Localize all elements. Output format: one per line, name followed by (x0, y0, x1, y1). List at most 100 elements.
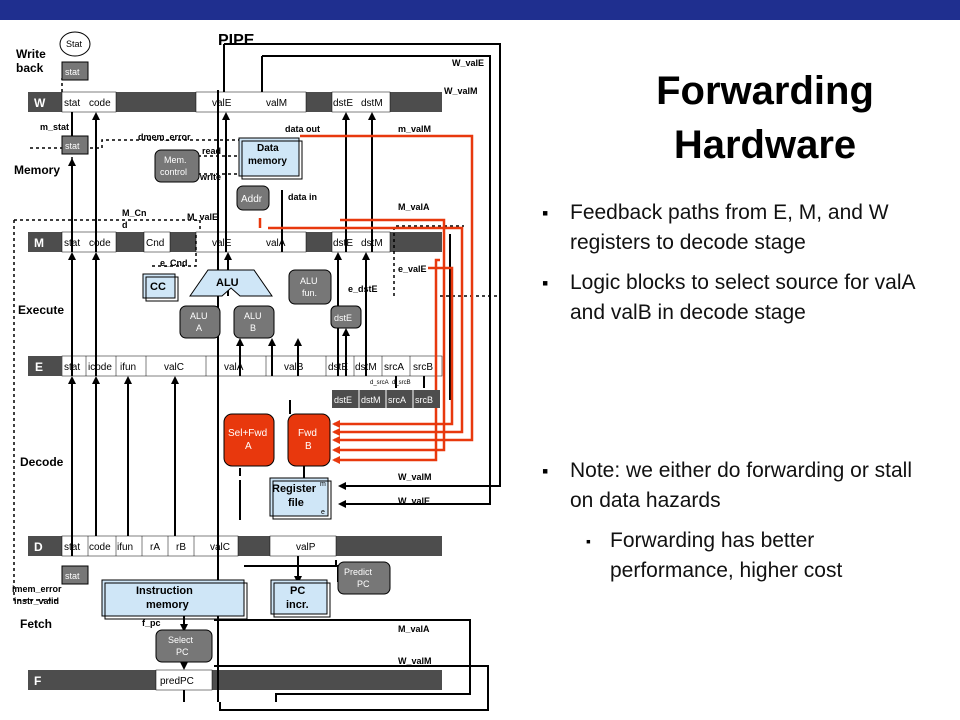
register-w: W stat code valE valM dstE dstM (28, 91, 442, 113)
stage-memory: Memory (14, 163, 60, 177)
svg-text:srcB: srcB (415, 395, 433, 405)
register-file-block: Register file m e (269, 477, 332, 520)
reg-m-code: code (89, 238, 111, 249)
stat-m-box: stat (61, 135, 89, 155)
sig-m-stat: m_stat (40, 122, 69, 132)
reg-e-ifun: ifun (120, 362, 136, 373)
register-d: D stat code ifun rA rB valC valP (28, 535, 442, 557)
alu-block: ALU (189, 269, 273, 297)
register-m: M stat code Cnd valE valA dstE dstM (28, 231, 442, 253)
svg-text:B: B (250, 323, 256, 333)
svg-text:Addr: Addr (241, 194, 263, 205)
svg-text:dstM: dstM (361, 395, 381, 405)
reg-d-rb: rB (176, 542, 186, 553)
sig-w-valm-top: W_valM (444, 86, 478, 96)
sig-e-dste: e_dstE (348, 284, 378, 294)
sig-data-out: data out (285, 124, 320, 134)
svg-text:A: A (245, 441, 252, 452)
sig-write: write (199, 172, 221, 182)
svg-text:dstE: dstE (334, 313, 352, 323)
sig-f-pc: f_pc (142, 618, 161, 628)
reg-e-valb: valB (284, 362, 304, 373)
reg-e-srca: srcA (384, 362, 404, 373)
reg-w-dste: dstE (333, 98, 353, 109)
svg-text:ALU: ALU (300, 276, 318, 286)
top-banner (0, 0, 960, 20)
reg-w-name: W (34, 96, 46, 110)
stage-writeback-1: Write (16, 47, 46, 61)
svg-text:Stat: Stat (66, 39, 83, 49)
sig-m-cnd-1: M_Cn (122, 208, 147, 218)
sig-d-srcb: d_srcB (392, 380, 411, 386)
reg-e-srcb: srcB (413, 362, 433, 373)
stat-w-box: stat (61, 61, 89, 81)
reg-w-valm: valM (266, 98, 287, 109)
reg-d-code: code (89, 542, 111, 553)
svg-text:A: A (196, 323, 202, 333)
svg-text:memory: memory (248, 156, 287, 167)
sig-imem-error: imem_error (12, 584, 62, 594)
svg-text:PC: PC (290, 585, 305, 597)
sig-instr-valid: instr_valid (14, 596, 59, 606)
svg-text:Mem.: Mem. (164, 155, 187, 165)
sig-m-cnd-2: d (122, 220, 128, 230)
alu-a-block: ALU A (179, 305, 221, 339)
svg-text:Select: Select (168, 635, 194, 645)
svg-text:file: file (288, 497, 304, 509)
register-e: E stat icode ifun valC valA valB dstE ds… (28, 355, 443, 377)
reg-m-name: M (34, 236, 44, 250)
reg-m-dste: dstE (333, 238, 353, 249)
reg-e-valc: valC (164, 362, 184, 373)
sig-e-cnd: e_Cnd (160, 258, 188, 268)
stage-execute: Execute (18, 303, 64, 317)
sig-e-vale: e_valE (398, 264, 427, 274)
svg-text:memory: memory (146, 599, 190, 611)
sig-m-vala-bottom: M_valA (398, 624, 430, 634)
svg-text:B: B (305, 441, 312, 452)
slide-title: Forwarding Hardware (600, 64, 930, 172)
stat-f-box: stat (61, 565, 89, 585)
reg-d-valc: valC (210, 542, 230, 553)
reg-d-valp: valP (296, 542, 316, 553)
svg-text:ALU: ALU (190, 311, 208, 321)
reg-f-name: F (34, 674, 41, 688)
alu-b-block: ALU B (233, 305, 275, 339)
svg-text:Fwd: Fwd (298, 428, 317, 439)
svg-text:e: e (321, 509, 325, 516)
stage-fetch: Fetch (20, 617, 52, 631)
svg-text:PC: PC (357, 579, 370, 589)
bullet-item: Feedback paths from E, M, and W register… (540, 198, 940, 258)
sig-m-vale: M_valE (187, 212, 218, 222)
svg-text:Sel+Fwd: Sel+Fwd (228, 428, 267, 439)
slide-title-line1: Forwarding (656, 69, 874, 113)
svg-text:m: m (320, 481, 326, 488)
select-pc-block: Select PC (155, 629, 213, 663)
svg-text:Instruction: Instruction (136, 585, 193, 597)
sig-w-valm-mid: W_valM (398, 472, 432, 482)
svg-text:stat: stat (65, 141, 80, 151)
sig-d-srca: d_srcA (370, 380, 389, 386)
bullet-item: Logic blocks to select source for valA a… (540, 268, 940, 328)
bullet-list: Feedback paths from E, M, and W register… (540, 198, 940, 338)
svg-text:incr.: incr. (286, 599, 309, 611)
pc-incr-block: PC incr. (270, 579, 331, 618)
reg-e-icode: icode (88, 362, 112, 373)
svg-text:Register: Register (272, 483, 317, 495)
sig-data-in: data in (288, 192, 317, 202)
data-memory-block: Data memory (238, 137, 303, 180)
register-f: F predPC (28, 669, 442, 691)
sig-dmem-error: dmem_error (138, 132, 191, 142)
stat-oval: Stat (59, 31, 91, 57)
reg-d-name: D (34, 540, 43, 554)
decode-dst-src-boxes: dstE dstM srcA srcB (332, 390, 440, 408)
reg-m-cnd: Cnd (146, 238, 164, 249)
predict-pc-block: Predict PC (337, 561, 391, 595)
reg-w-stat: stat (64, 98, 80, 109)
reg-w-dstm: dstM (361, 98, 383, 109)
reg-f-predpc: predPC (160, 676, 194, 687)
bullet-list-2: Note: we either do forwarding or stall o… (540, 456, 940, 596)
svg-text:PC: PC (176, 647, 189, 657)
svg-text:ALU: ALU (216, 277, 239, 289)
reg-d-ra: rA (150, 542, 160, 553)
svg-text:fun.: fun. (302, 288, 317, 298)
